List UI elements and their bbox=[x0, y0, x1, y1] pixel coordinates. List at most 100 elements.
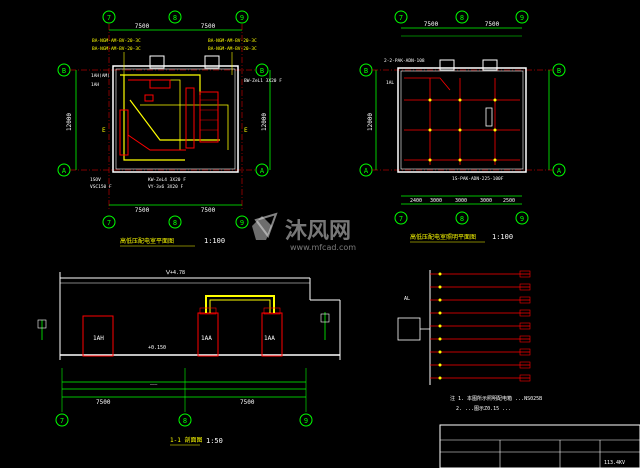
branch-tag bbox=[519, 374, 531, 382]
building-wall bbox=[112, 65, 239, 173]
elev-cabinet-1AA bbox=[197, 312, 219, 357]
elev-cab3-label: 1AA bbox=[264, 335, 275, 342]
dim-side: 12000 bbox=[66, 113, 73, 131]
watermark: 沐风网 www.mfcad.com bbox=[252, 212, 356, 252]
r-grid-7-b: 7 bbox=[399, 215, 403, 223]
r-bdim-2: 3000 bbox=[430, 198, 442, 204]
r-bdim-5: 2500 bbox=[503, 198, 515, 204]
branch-tag bbox=[519, 309, 531, 317]
r-dim-top-a: 7500 bbox=[424, 21, 439, 28]
branch-tag bbox=[519, 283, 531, 291]
r-building-wall bbox=[397, 67, 527, 173]
note-top-right: BA-NGM-AM-BV-20-3C bbox=[208, 38, 257, 44]
breaker-symbol bbox=[438, 337, 442, 341]
svg-text:———: ——— bbox=[150, 382, 158, 387]
note-bottom-2: VY-3x6 3X20 F bbox=[148, 184, 184, 190]
r-grid-B-right: B bbox=[557, 67, 561, 75]
r-note-bottom: 1S-PAK-ADN-225-100F bbox=[452, 176, 504, 182]
drawing-number: 113.4KV bbox=[604, 460, 625, 466]
watermark-brand: 沐风网 bbox=[285, 219, 351, 244]
elev-dim-b: 7500 bbox=[240, 399, 255, 406]
elevation-caption: 1-1 剖面图 bbox=[170, 436, 202, 444]
schematic-note-2: 2. ...图示Z0.15 ... bbox=[456, 406, 511, 412]
branch-tag bbox=[519, 270, 531, 278]
grid-bubble-8 bbox=[168, 10, 182, 24]
note-top-right-2: BA-NGM-AM-BV-20-3C bbox=[208, 46, 257, 52]
grid-label-9-bottom: 9 bbox=[240, 219, 244, 227]
schematic-source: AL bbox=[404, 296, 410, 302]
plan-left-scale: 1:100 bbox=[204, 237, 225, 245]
r-bdim-3: 3000 bbox=[455, 198, 467, 204]
plan-right-caption: 高低压配电室照明平面图 bbox=[410, 233, 476, 241]
plan-left-caption: 高低压配电室平面图 bbox=[120, 237, 174, 245]
grid-label-9: 9 bbox=[240, 14, 244, 22]
r-grid-A: A bbox=[364, 167, 369, 175]
r-grid-8-b: 8 bbox=[460, 215, 464, 223]
elev-grid-8: 8 bbox=[183, 417, 187, 425]
schematic: AL 注 1. 本图所示照明配电箱 ...NS025B 2. ...图示Z0.1… bbox=[397, 270, 542, 412]
elevation: +4.78 1AH 1AA 1AA +0.150 ——— 7500 7500 bbox=[37, 269, 341, 446]
elev-grid-9: 9 bbox=[304, 417, 308, 425]
grid-label-7: 7 bbox=[107, 14, 111, 22]
branch-tag bbox=[519, 348, 531, 356]
note-side: BW-ZeL1 3X20 F bbox=[244, 78, 282, 84]
r-dim-top-b: 7500 bbox=[485, 21, 500, 28]
plan-right-scale: 1:100 bbox=[492, 233, 513, 241]
note-top-left-2: BA-NGM-AM-BV-20-3C bbox=[92, 46, 141, 52]
grid-label-A-right: A bbox=[260, 167, 265, 175]
grid-bubble-9 bbox=[235, 10, 249, 24]
svg-text:E: E bbox=[244, 127, 248, 134]
grid-label-8-bottom: 8 bbox=[173, 219, 177, 227]
grid-label-A: A bbox=[62, 167, 67, 175]
svg-text:1AL: 1AL bbox=[386, 80, 394, 86]
dim-top-a: 7500 bbox=[135, 23, 150, 30]
right-plan: 7 8 9 7500 7500 B A B A 12000 2-2-PAK-AD… bbox=[359, 10, 566, 243]
grid-bubble-7 bbox=[102, 10, 116, 24]
elev-cabinet-1AA-2 bbox=[261, 312, 283, 357]
cabinet-1AH bbox=[119, 109, 129, 156]
grid-label-B-right: B bbox=[260, 67, 264, 75]
watermark-url: www.mfcad.com bbox=[290, 243, 356, 252]
branch-tag bbox=[519, 296, 531, 304]
r-bdim-1: 2400 bbox=[410, 198, 422, 204]
note-bottom-1: KW-ZeL4 3X20 F bbox=[148, 177, 186, 183]
r-grid-9-b: 9 bbox=[520, 215, 524, 223]
dim-side-right: 12000 bbox=[261, 113, 268, 131]
dim-bottom-a: 7500 bbox=[135, 207, 150, 214]
breaker-symbol bbox=[438, 350, 442, 354]
elev-cab1-label: 1AH bbox=[93, 335, 104, 342]
r-grid-B: B bbox=[364, 67, 368, 75]
elev-grid-7: 7 bbox=[60, 417, 64, 425]
elevation-scale: 1:50 bbox=[206, 437, 223, 445]
grid-label-8: 8 bbox=[173, 14, 177, 22]
breaker-symbol bbox=[438, 311, 442, 315]
dim-bottom-b: 7500 bbox=[201, 207, 216, 214]
left-plan: 7 8 9 7500 7500 B A B A 12000 12000 bbox=[57, 10, 282, 247]
breaker-symbol bbox=[438, 298, 442, 302]
svg-text:VSC150 F: VSC150 F bbox=[90, 184, 112, 190]
note-top-left: BA-NGM-AM-BV-20-3C bbox=[92, 38, 141, 44]
elev-cab2-label: 1AA bbox=[201, 335, 212, 342]
branch-tag bbox=[519, 361, 531, 369]
grid-label-7-bottom: 7 bbox=[107, 219, 111, 227]
breaker-symbol bbox=[438, 285, 442, 289]
svg-text:E: E bbox=[102, 127, 106, 134]
branch-tag bbox=[519, 335, 531, 343]
note-left: 1AH(AM) bbox=[91, 73, 110, 79]
r-grid-A-right: A bbox=[557, 167, 562, 175]
r-grid-9: 9 bbox=[520, 14, 524, 22]
r-grid-7: 7 bbox=[399, 14, 403, 22]
breaker-symbol bbox=[438, 363, 442, 367]
schematic-note-1: 注 1. 本图所示照明配电箱 ...NS025B bbox=[450, 395, 542, 402]
r-grid-8: 8 bbox=[460, 14, 464, 22]
elev-cabinet-1AH bbox=[82, 315, 114, 357]
grid-label-B: B bbox=[62, 67, 66, 75]
breaker-symbol bbox=[438, 272, 442, 276]
r-bdim-4: 3000 bbox=[480, 198, 492, 204]
title-block: 113.4KV bbox=[439, 424, 640, 468]
breaker-symbol bbox=[438, 324, 442, 328]
dim-top-b: 7500 bbox=[201, 23, 216, 30]
branch-tag bbox=[519, 322, 531, 330]
